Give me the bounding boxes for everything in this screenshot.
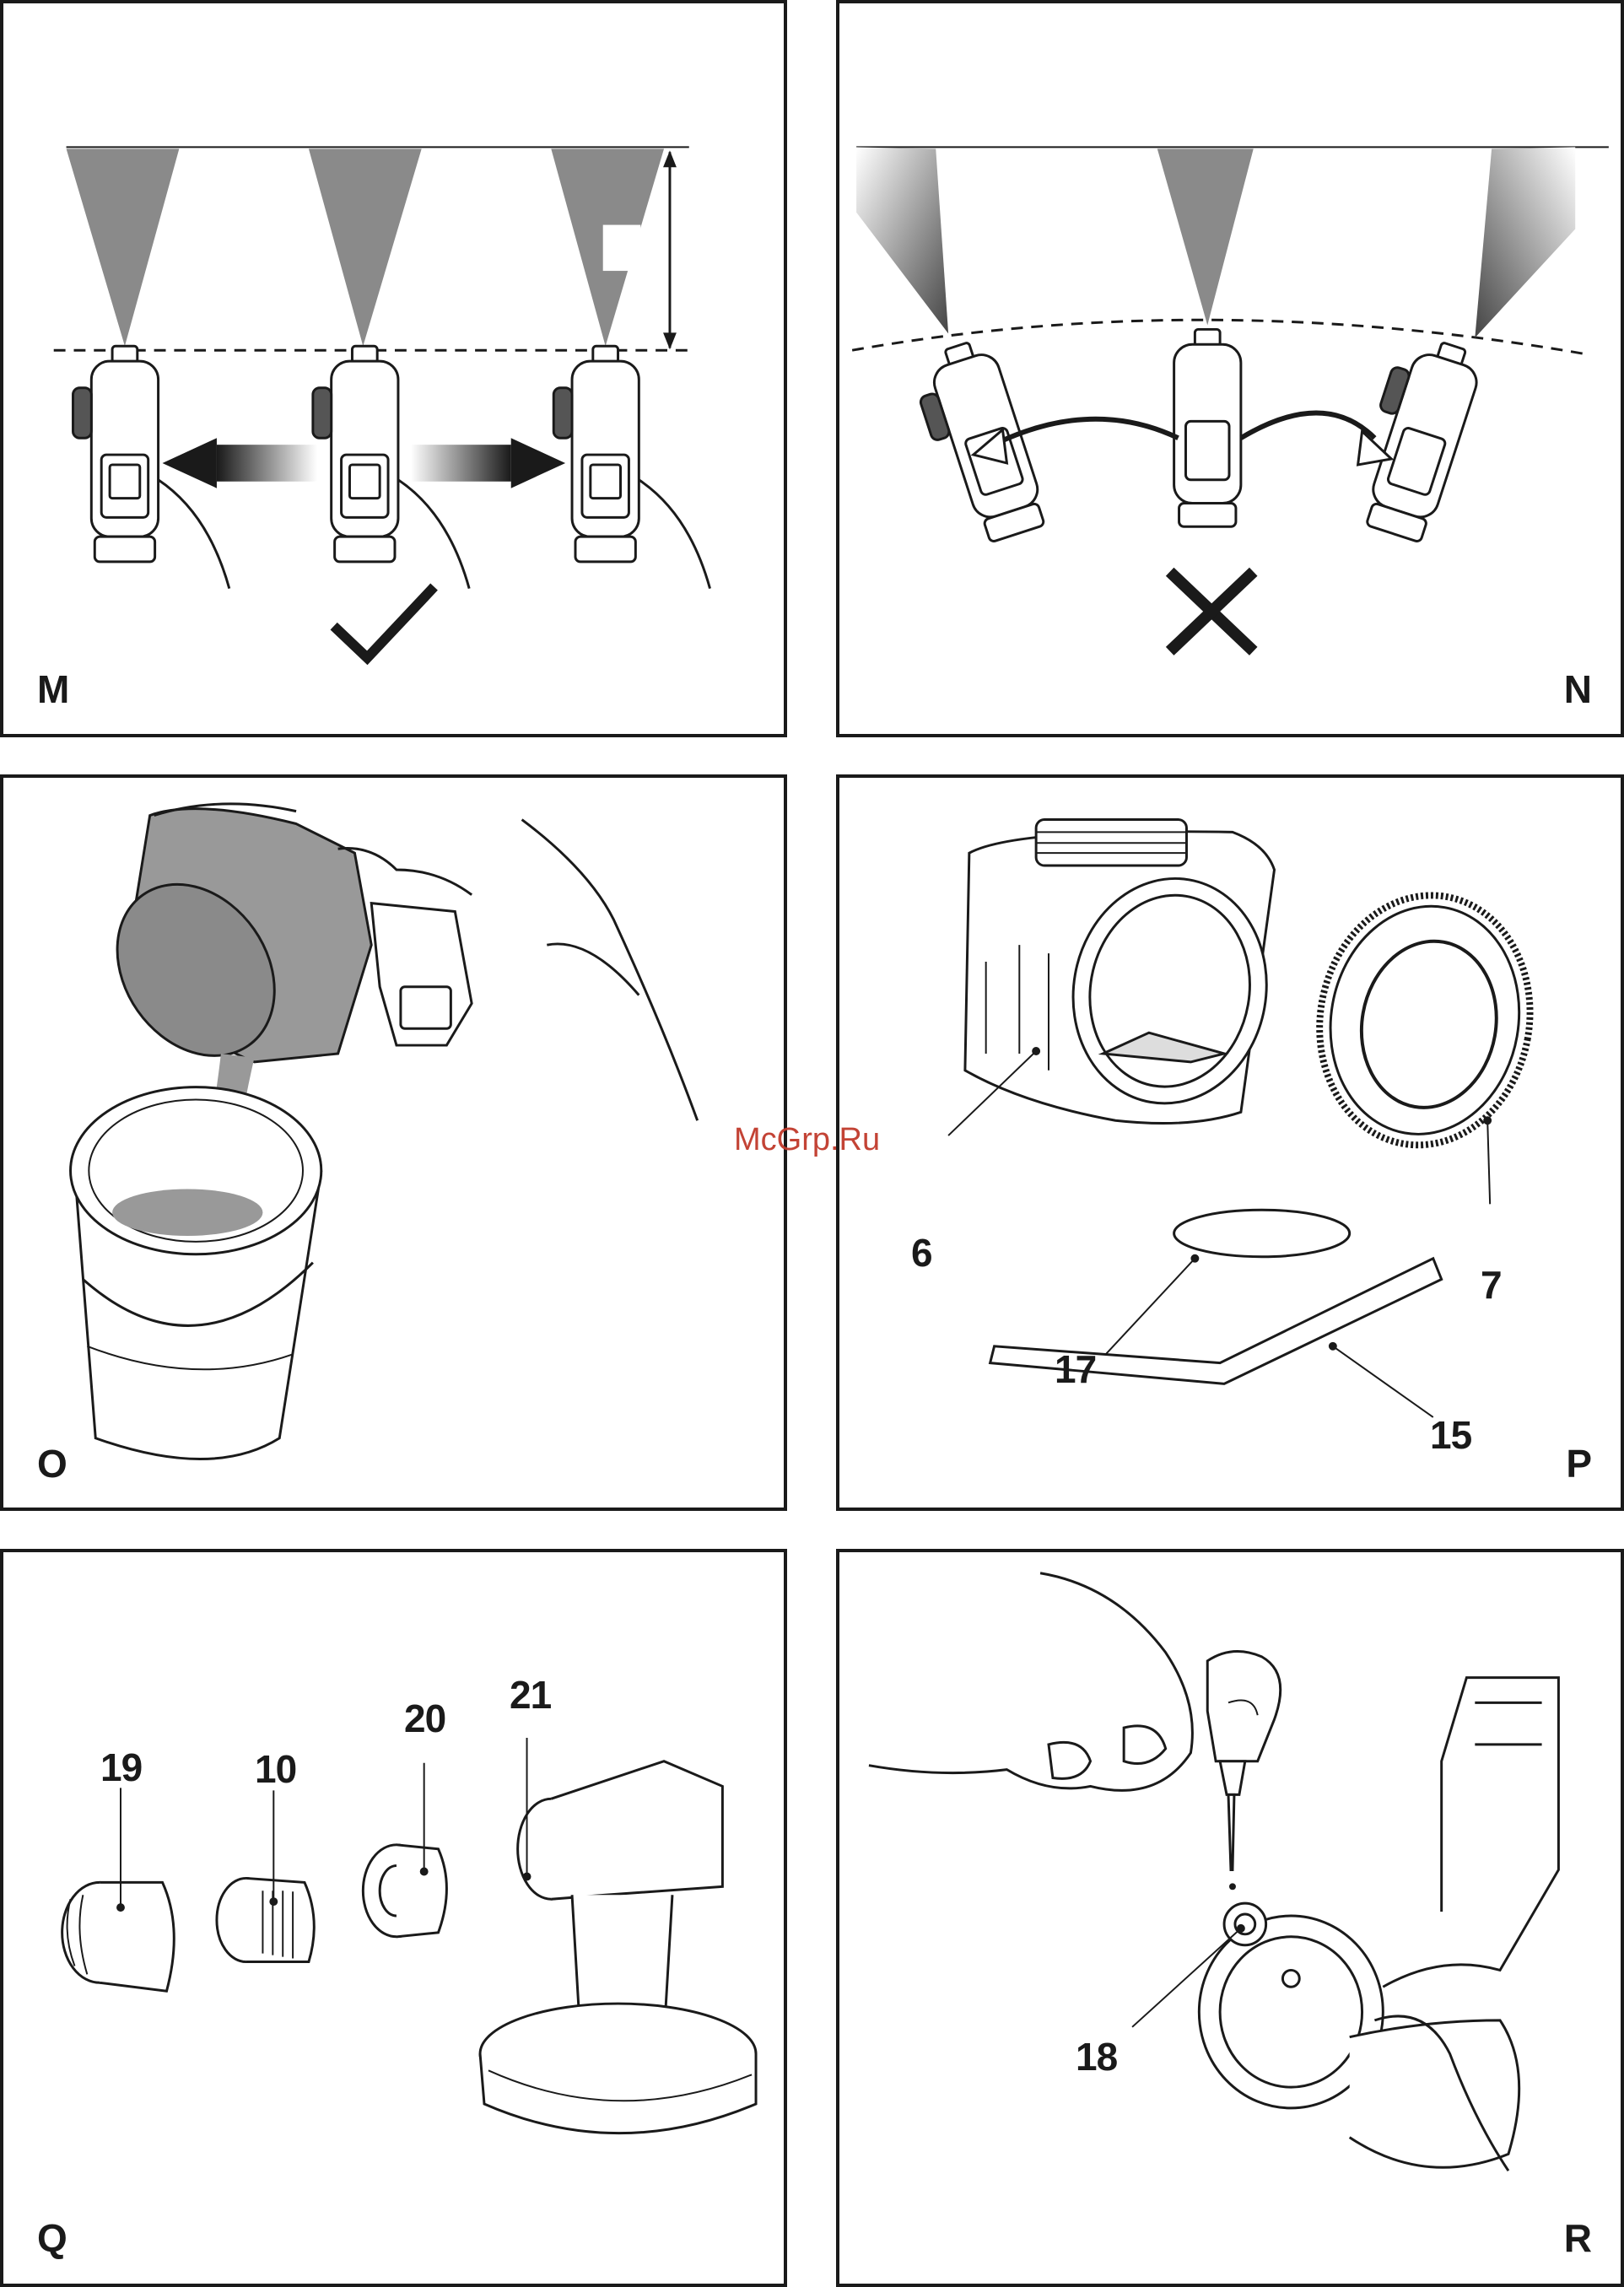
- hand: [869, 1573, 1192, 1791]
- panel-letter-m: M: [37, 670, 69, 709]
- callout-20: 20: [404, 1699, 445, 1738]
- illustration-q-nozzle-parts: [3, 1552, 784, 2284]
- panel-n: N: [836, 0, 1624, 737]
- callout-19: 19: [100, 1748, 142, 1787]
- panel-letter-o: O: [37, 1444, 67, 1483]
- callout-15: 15: [1430, 1416, 1471, 1454]
- callout-leader: [117, 1738, 530, 1911]
- paint-container: [965, 820, 1284, 1124]
- cross-icon: [1170, 572, 1254, 651]
- spray-cone: [67, 148, 664, 346]
- illustration-o-fill-container: [3, 778, 784, 1508]
- panel-p: 6 7 17 15 P: [836, 774, 1624, 1511]
- paint-bucket: [71, 1087, 321, 1459]
- o-ring: [1174, 1210, 1350, 1256]
- checkmark-icon: [334, 587, 434, 658]
- illustration-n-spray-arc: [839, 3, 1621, 734]
- panel-letter-r: R: [1564, 2219, 1592, 2257]
- panel-letter-q: Q: [37, 2219, 67, 2257]
- panel-letter-n: N: [1564, 670, 1592, 709]
- callout-7: 7: [1481, 1265, 1502, 1304]
- nozzle-cap: [62, 1882, 175, 1991]
- illustration-r-oil-nozzle: [839, 1552, 1621, 2284]
- spray-gun: [73, 346, 710, 588]
- illustration-m-spray-parallel: [3, 3, 784, 734]
- panel-letter-p: P: [1566, 1444, 1592, 1483]
- paint-container: [85, 804, 372, 1087]
- nozzle-insert: [217, 1878, 314, 1961]
- callout-6: 6: [911, 1233, 932, 1272]
- watermark: McGrp.Ru: [734, 1122, 880, 1158]
- spray-gun: [480, 1761, 756, 2133]
- panel-q: 19 10 20 21 Q: [0, 1549, 787, 2287]
- callout-10: 10: [255, 1750, 296, 1788]
- spray-gun: [371, 903, 472, 1045]
- callout-17: 17: [1055, 1350, 1096, 1389]
- panel-r: 18 R: [836, 1549, 1624, 2287]
- container-lid: [1300, 878, 1550, 1162]
- spray-cone: [856, 147, 1575, 337]
- panel-o: O: [0, 774, 787, 1511]
- panel-m: M: [0, 0, 787, 737]
- oil-drop: [1229, 1883, 1236, 1890]
- callout-21: 21: [510, 1675, 551, 1714]
- callout-18: 18: [1076, 2037, 1117, 2076]
- illustration-p-container-parts: [839, 778, 1621, 1508]
- air-cap: [363, 1845, 446, 1937]
- oil-bottle: [1207, 1651, 1280, 1869]
